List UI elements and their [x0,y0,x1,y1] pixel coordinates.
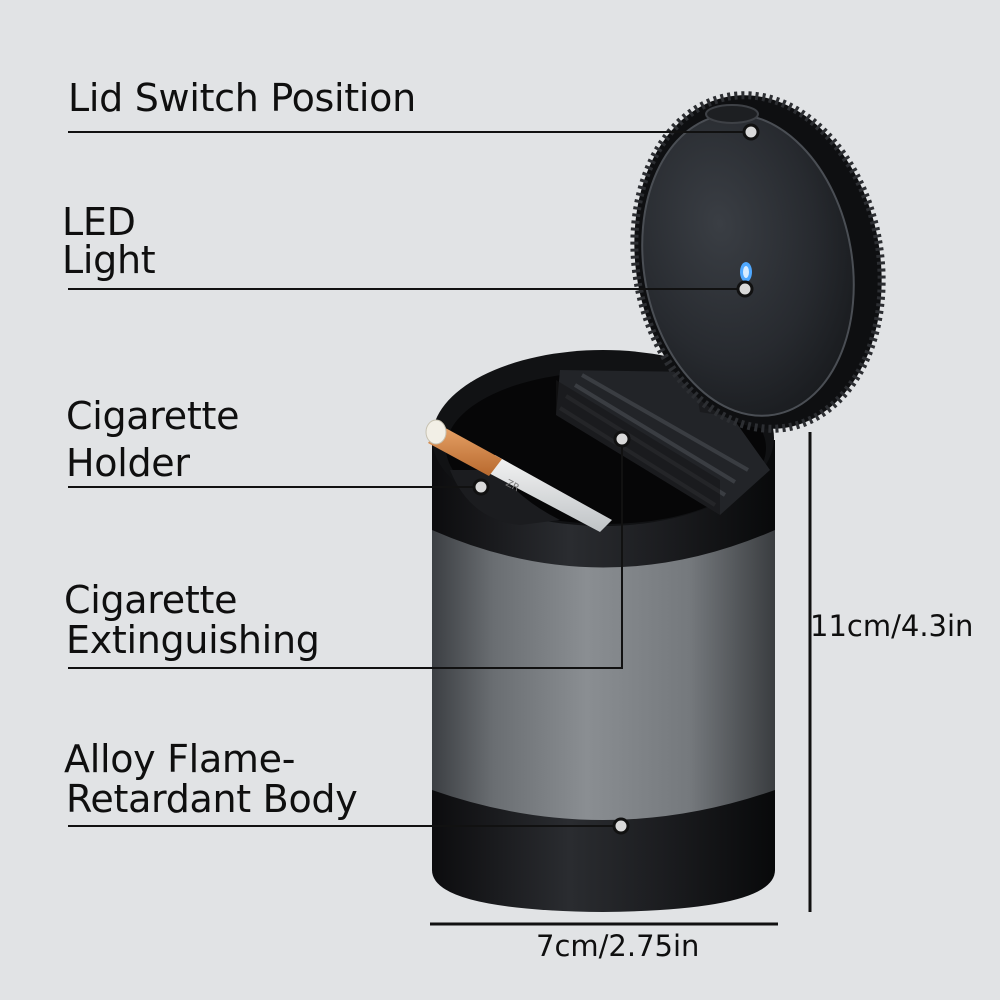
label-holder-line2: Holder [66,441,190,485]
lid [630,91,886,433]
width-dimension-label: 7cm/2.75in [536,929,700,963]
label-extinguish-line1: Cigarette [64,578,238,622]
height-dimension-label: 11cm/4.3in [810,609,974,643]
label-led-line1: LED [62,200,136,244]
cigarette: ZR [425,419,612,532]
callout-dots [472,123,760,835]
callout-lines [68,131,812,926]
dot-cigarette-holder [472,478,490,496]
dot-lid-switch [742,123,760,141]
leader-cigarette-extinguishing [68,446,623,669]
label-body-line2: Retardant Body [66,777,358,821]
label-holder-line1: Cigarette [66,394,240,438]
dot-cigarette-extinguishing [613,430,631,448]
label-extinguish-line2: Extinguishing [66,618,320,662]
dot-led-light [736,280,754,298]
ashtray-body [432,350,775,912]
label-body-line1: Alloy Flame- [64,737,296,781]
label-lid-switch: Lid Switch Position [68,76,416,120]
dot-alloy-body [612,817,630,835]
label-led-line2: Light [62,238,156,282]
